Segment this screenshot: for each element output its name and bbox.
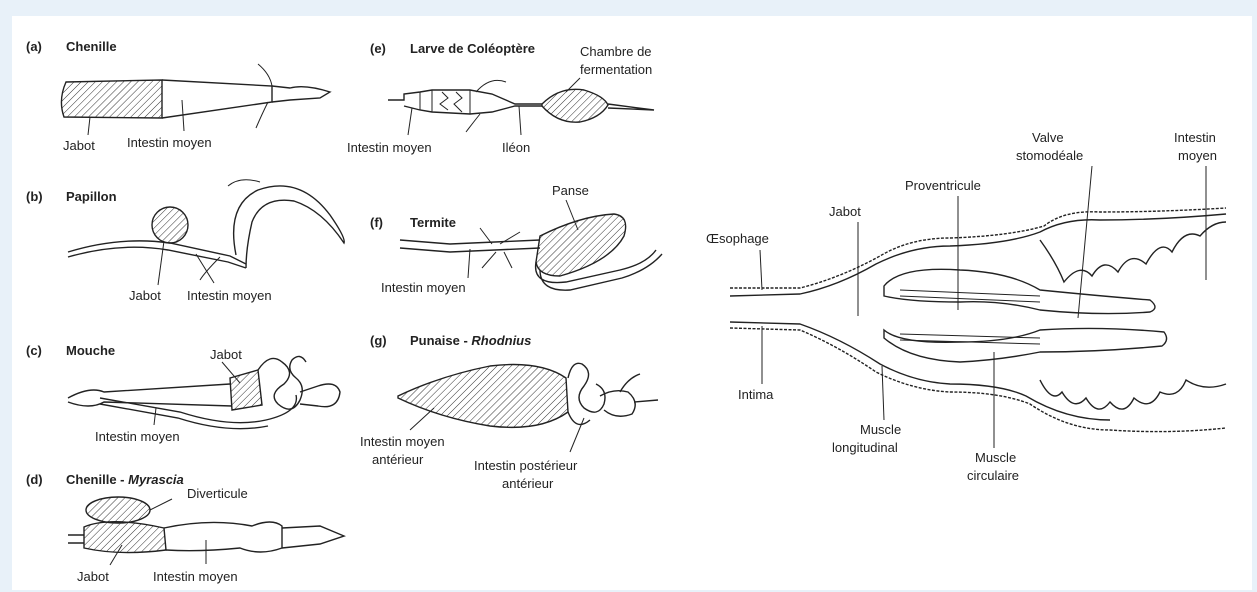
label-circular-muscle-1: Muscle (975, 450, 1016, 465)
crop-shape (61, 80, 162, 118)
panel-d-letter: (d) (26, 472, 43, 487)
label-anterior-midgut-1: Intestin moyen (360, 434, 445, 449)
label-midgut: Intestin moyen (347, 140, 432, 155)
panel-b-title: Papillon (66, 189, 117, 204)
label-crop: Jabot (210, 347, 242, 362)
label-crop: Jabot (77, 569, 109, 584)
proventriculus-fold-bottom (884, 328, 1167, 362)
panel-e-letter: (e) (370, 41, 386, 56)
label-crop: Jabot (63, 138, 95, 153)
panel-g-title: Punaise - Rhodnius (410, 333, 531, 348)
tubules (466, 80, 506, 132)
fermentation-chamber (542, 89, 608, 122)
midgut-coils (258, 356, 306, 409)
label-posterior-hindgut-1: Intestin postérieur (474, 458, 578, 473)
tubules (480, 228, 520, 268)
panel-c-fly: (c) Mouche Jabot Intestin moyen (26, 343, 340, 444)
panel-c-letter: (c) (26, 343, 42, 358)
panel-g-letter: (g) (370, 333, 387, 348)
label-midgut: Intestin moyen (95, 429, 180, 444)
label-ileum: Iléon (502, 140, 530, 155)
midgut-folds-top (1040, 222, 1226, 282)
gut-folds (420, 90, 470, 114)
label-valve-2: stomodéale (1016, 148, 1083, 163)
label-anterior-midgut-2: antérieur (372, 452, 424, 467)
midgut-shape (162, 80, 272, 118)
label-circular-muscle-2: circulaire (967, 468, 1019, 483)
hindgut-shape (272, 86, 330, 102)
crop-shape (230, 370, 262, 410)
diverticulum-shape (86, 497, 150, 523)
label-valve-1: Valve (1032, 130, 1064, 145)
posterior-midgut-coils (568, 363, 605, 424)
crop-shape (84, 522, 166, 553)
label-posterior-hindgut-2: antérieur (502, 476, 554, 491)
label-longitudinal-muscle-1: Muscle (860, 422, 901, 437)
panel-b-letter: (b) (26, 189, 43, 204)
panel-g-rhodnius: (g) Punaise - Rhodnius Intestin moyen an… (360, 333, 658, 491)
panel-e-title: Larve de Coléoptère (410, 41, 535, 56)
paunch-shape (536, 214, 626, 276)
panel-f-termite: (f) Termite Panse Intestin moyen (370, 183, 662, 295)
inner-wall-bottom (730, 322, 1110, 420)
label-oesophagus: Œsophage (706, 231, 769, 246)
label-midgut-2: moyen (1178, 148, 1217, 163)
panel-b-butterfly: (b) Papillon Jabot Intestin moyen (26, 180, 344, 303)
label-midgut: Intestin moyen (127, 135, 212, 150)
panel-a-title: Chenille (66, 39, 117, 54)
foregut-section: Valve stomodéale Intestin moyen Proventr… (706, 130, 1226, 483)
label-chamber-2: fermentation (580, 62, 652, 77)
foregut-tube (68, 384, 232, 406)
label-longitudinal-muscle-2: longitudinal (832, 440, 898, 455)
foregut-tube (68, 241, 246, 268)
panel-f-title: Termite (410, 215, 456, 230)
hindgut-rectum (600, 374, 658, 416)
label-midgut-1: Intestin (1174, 130, 1216, 145)
midgut-loop (234, 186, 345, 268)
label-chamber-1: Chambre de (580, 44, 652, 59)
label-midgut: Intestin moyen (153, 569, 238, 584)
panel-d-myrascia: (d) Chenille - Myrascia Diverticule Jabo… (26, 472, 344, 584)
panel-c-title: Mouche (66, 343, 115, 358)
label-paunch: Panse (552, 183, 589, 198)
label-crop: Jabot (829, 204, 861, 219)
panel-a-letter: (a) (26, 39, 42, 54)
hindgut-end (608, 104, 654, 110)
midgut-tube (100, 395, 296, 429)
panel-e-beetle-larva: (e) Larve de Coléoptère Chambre de ferme… (347, 41, 654, 155)
tubules (256, 64, 272, 128)
midgut-shape (164, 522, 282, 552)
outer-wall-top (730, 208, 1226, 288)
midgut-folds-bottom (1040, 380, 1226, 409)
label-crop: Jabot (129, 288, 161, 303)
label-intima: Intima (738, 387, 774, 402)
label-midgut: Intestin moyen (187, 288, 272, 303)
panel-a-caterpillar: (a) Chenille Jabot Intestin moyen (26, 39, 330, 153)
outer-wall-bottom (730, 328, 1226, 432)
label-midgut: Intestin moyen (381, 280, 466, 295)
label-proventriculus: Proventricule (905, 178, 981, 193)
hindgut-shape (300, 384, 340, 407)
panel-f-letter: (f) (370, 215, 383, 230)
label-diverticulum: Diverticule (187, 486, 248, 501)
crop-sac (152, 207, 188, 243)
panel-d-title: Chenille - Myrascia (66, 472, 184, 487)
